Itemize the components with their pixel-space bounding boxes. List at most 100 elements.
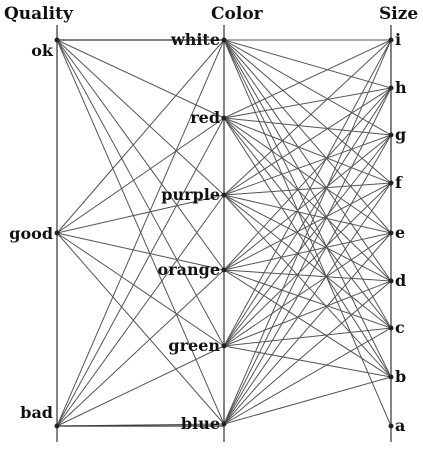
edge-white-f: [223, 39, 392, 184]
edge-good-white: [56, 39, 225, 234]
edge-orange-f: [223, 182, 392, 271]
edge-orange-h: [223, 87, 392, 271]
edge-blue-c: [223, 327, 392, 425]
edge-ok-orange: [56, 39, 225, 271]
node-label-orange: orange: [158, 260, 220, 279]
edge-blue-b: [223, 376, 392, 425]
node-dot-e: [388, 230, 394, 236]
edge-bad-green: [56, 345, 225, 427]
edge-ok-red: [56, 39, 225, 119]
edge-orange-e: [223, 232, 392, 271]
node-label-bad: bad: [20, 403, 53, 422]
node-dot-ok: [54, 37, 60, 43]
edge-red-d: [223, 117, 392, 282]
node-label-e: e: [395, 223, 405, 242]
node-dot-g: [388, 132, 394, 138]
edge-blue-d: [223, 280, 392, 425]
edge-bad-orange: [56, 269, 225, 427]
edge-green-h: [223, 87, 392, 347]
edge-purple-i: [223, 39, 392, 196]
edge-white-d: [223, 39, 392, 282]
edge-green-f: [223, 182, 392, 347]
edge-ok-green: [56, 39, 225, 347]
node-dot-red: [221, 115, 227, 121]
node-label-i: i: [395, 30, 401, 49]
edge-purple-h: [223, 87, 392, 196]
color-header: Color: [211, 4, 264, 24]
edge-good-red: [56, 117, 225, 234]
node-label-f: f: [395, 173, 403, 192]
node-label-blue: blue: [181, 414, 220, 433]
edge-green-e: [223, 232, 392, 347]
node-label-red: red: [190, 108, 220, 127]
edge-red-e: [223, 117, 392, 234]
node-dot-b: [388, 374, 394, 380]
edge-red-g: [223, 117, 392, 136]
edge-purple-b: [223, 194, 392, 378]
node-label-white: white: [170, 30, 220, 49]
edge-bad-white: [56, 39, 225, 427]
edge-red-f: [223, 117, 392, 184]
node-dot-white: [221, 37, 227, 43]
node-label-green: green: [168, 336, 220, 355]
edge-bad-purple: [56, 194, 225, 427]
edge-layer: [56, 39, 392, 427]
edge-white-b: [223, 39, 392, 378]
node-dot-f: [388, 180, 394, 186]
node-label-h: h: [395, 78, 407, 97]
edge-orange-b: [223, 269, 392, 378]
edge-white-g: [223, 39, 392, 136]
edge-red-h: [223, 87, 392, 119]
edge-green-d: [223, 280, 392, 347]
edge-white-h: [223, 39, 392, 89]
edge-blue-e: [223, 232, 392, 425]
node-label-c: c: [395, 318, 405, 337]
node-dot-good: [54, 230, 60, 236]
node-label-ok: ok: [31, 41, 54, 60]
edge-green-b: [223, 345, 392, 378]
edge-blue-f: [223, 182, 392, 425]
edge-purple-f: [223, 182, 392, 196]
node-label-d: d: [395, 271, 406, 290]
edge-purple-d: [223, 194, 392, 282]
edge-orange-c: [223, 269, 392, 329]
edge-good-green: [56, 232, 225, 347]
node-dot-i: [388, 37, 394, 43]
edge-red-c: [223, 117, 392, 329]
edge-good-blue: [56, 232, 225, 425]
edge-white-e: [223, 39, 392, 234]
edge-blue-i: [223, 39, 392, 425]
edge-white-c: [223, 39, 392, 329]
edge-blue-h: [223, 87, 392, 425]
edge-green-i: [223, 39, 392, 347]
node-label-a: a: [395, 416, 405, 435]
node-label-good: good: [9, 224, 53, 243]
edge-green-g: [223, 134, 392, 347]
edge-blue-g: [223, 134, 392, 425]
edge-good-purple: [56, 194, 225, 234]
edge-red-i: [223, 39, 392, 119]
node-dot-blue: [221, 421, 227, 427]
edge-bad-red: [56, 117, 225, 427]
node-layer: okgoodbadwhiteredpurpleorangegreenblueih…: [9, 30, 407, 435]
node-dot-d: [388, 278, 394, 284]
node-dot-orange: [221, 267, 227, 273]
node-dot-c: [388, 325, 394, 331]
node-label-b: b: [395, 367, 406, 386]
node-dot-h: [388, 85, 394, 91]
size-header: Size: [379, 4, 418, 24]
node-label-purple: purple: [161, 185, 220, 204]
quality-header: Quality: [4, 4, 74, 24]
node-dot-a: [388, 423, 394, 429]
node-label-g: g: [395, 125, 406, 144]
edge-purple-g: [223, 134, 392, 196]
edge-green-c: [223, 327, 392, 347]
edge-red-b: [223, 117, 392, 378]
edge-purple-e: [223, 194, 392, 234]
edge-purple-c: [223, 194, 392, 329]
edge-orange-d: [223, 269, 392, 282]
node-dot-purple: [221, 192, 227, 198]
edge-good-orange: [56, 232, 225, 271]
